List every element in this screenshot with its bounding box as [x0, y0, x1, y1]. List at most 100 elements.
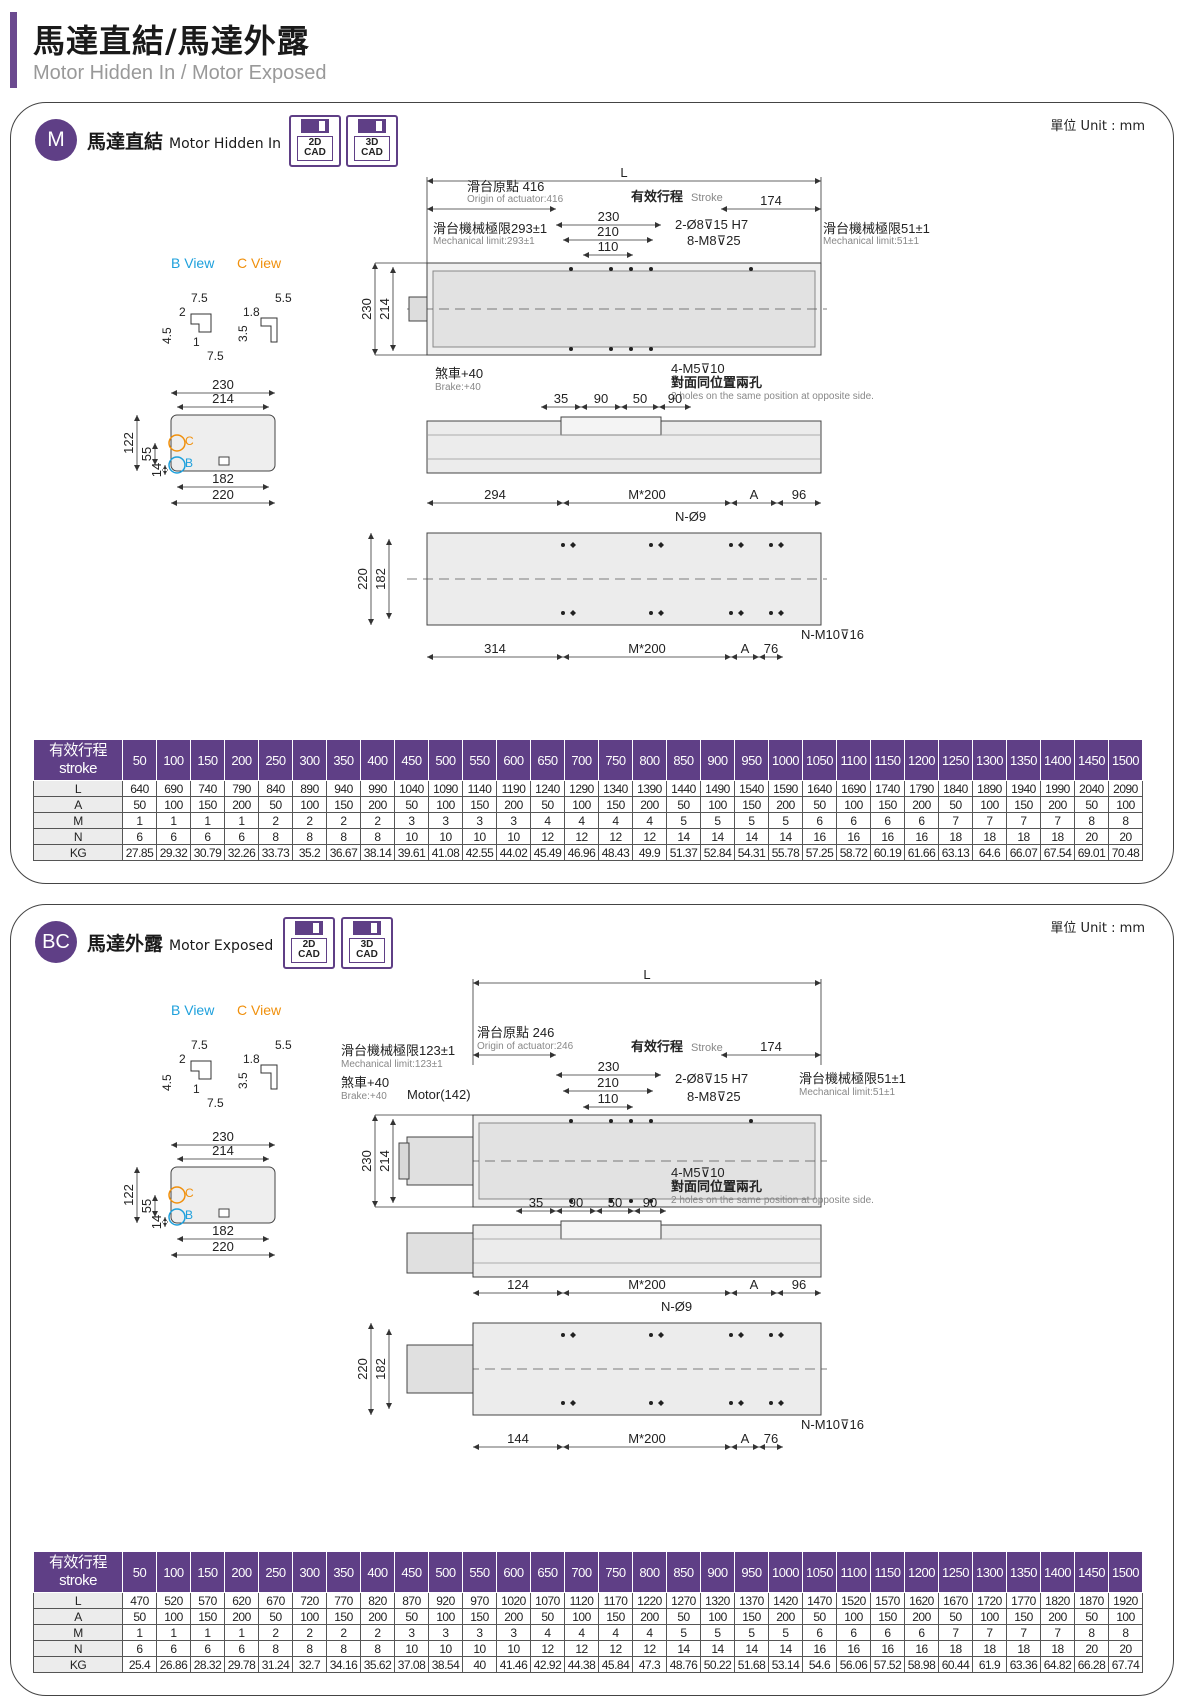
- spec-cell: 8: [326, 1640, 361, 1657]
- same-pos-label: 對面同位置兩孔: [671, 375, 762, 390]
- stroke-label: 有效行程: [631, 1039, 683, 1054]
- dim-left-bot-label: 144: [507, 1431, 529, 1446]
- section-title-zh: 馬達直結: [87, 131, 164, 153]
- stroke-column-header: 1050: [802, 1551, 837, 1593]
- spec-cell: 57.25: [802, 844, 837, 861]
- b-callout-circle: [168, 1208, 186, 1226]
- dim-174-label: 174: [760, 1039, 782, 1054]
- spec-cell: 32.26: [224, 844, 259, 861]
- dim-top-214-label: 214: [377, 1150, 392, 1172]
- spec-cell: 200: [224, 796, 259, 813]
- dim-76-arrows: [759, 654, 783, 660]
- dim-m200-top-label: M*200: [628, 487, 666, 502]
- m5-label: 4-M5⊽10: [671, 361, 725, 376]
- stroke-column-header: 450: [394, 1551, 429, 1593]
- stroke-column-header: 1050: [802, 739, 837, 781]
- stroke-column-header: 1450: [1074, 739, 1109, 781]
- spec-cell: 740: [190, 780, 225, 797]
- stroke-column-header: 550: [462, 739, 497, 781]
- spec-cell: 1290: [564, 780, 599, 797]
- hole-mark: [561, 1333, 565, 1337]
- spec-cell: 8: [1074, 812, 1109, 829]
- dim-230-label: 230: [598, 209, 620, 224]
- cs-dim-230-label: 230: [212, 377, 234, 392]
- spec-cell: 8: [292, 828, 327, 845]
- cs-dim-55-label: 55: [139, 1199, 154, 1213]
- dim-top-214-label: 214: [377, 298, 392, 320]
- spec-cell: 63.36: [1006, 1656, 1041, 1673]
- spec-cell: 50.22: [700, 1656, 735, 1673]
- spec-cell: 8: [258, 828, 293, 845]
- spec-cell: 150: [190, 796, 225, 813]
- dim-m200-top-label: M*200: [628, 1277, 666, 1292]
- cad-2d-line2: CAD: [304, 147, 326, 158]
- cad-3d-line1: 3D: [365, 137, 379, 148]
- floppy-shutter: [295, 921, 323, 935]
- hole-mark: [561, 611, 565, 615]
- spec-cell: 3: [496, 812, 531, 829]
- dim-35-label: 35: [554, 391, 568, 406]
- spec-cell: 3: [496, 1624, 531, 1641]
- stroke-column-header: 450: [394, 739, 429, 781]
- stroke-column-header: 1400: [1040, 739, 1075, 781]
- spec-cell: 2: [326, 1624, 361, 1641]
- spec-cell: 670: [258, 1592, 293, 1609]
- spec-cell: 1040: [394, 780, 429, 797]
- stroke-column-header: 1300: [972, 1551, 1007, 1593]
- spec-cell: 39.61: [394, 844, 429, 861]
- n-hole-label: N-Ø9: [661, 1299, 692, 1314]
- spec-cell: 64.6: [972, 844, 1007, 861]
- spec-cell: 2040: [1074, 780, 1109, 797]
- bottom-motor-body: [406, 1344, 474, 1394]
- spec-cell: 1640: [802, 780, 837, 797]
- c-dim-1-8: 1.8: [243, 1052, 260, 1066]
- spec-cell: 1570: [870, 1592, 905, 1609]
- hole-mark: [609, 267, 613, 271]
- spec-cell: 45.49: [530, 844, 565, 861]
- spec-cell: 33.73: [258, 844, 293, 861]
- hole-mark: [629, 1199, 633, 1203]
- b-dim-4-5: 4.5: [160, 1074, 174, 1091]
- stroke-en-label: Stroke: [691, 192, 723, 204]
- spec-cell: 50: [938, 796, 973, 813]
- spec-cell: 2: [326, 812, 361, 829]
- c-dim-5-5: 5.5: [275, 291, 292, 305]
- spec-cell: 6: [224, 828, 259, 845]
- spec-cell: 1390: [632, 780, 667, 797]
- spec-cell: 6: [224, 1640, 259, 1657]
- spec-cell: 6: [802, 1624, 837, 1641]
- mech-left-en-label: Mechanical limit:293±1: [433, 236, 535, 247]
- spec-cell: 16: [802, 828, 837, 845]
- spec-cell: 30.79: [190, 844, 225, 861]
- stroke-column-header: 400: [360, 1551, 395, 1593]
- spec-cell: 4: [564, 1624, 599, 1641]
- stroke-column-header: 350: [326, 1551, 361, 1593]
- spec-cell: 58.98: [904, 1656, 939, 1673]
- mech-right-label: 滑台機械極限51±1: [799, 1071, 906, 1086]
- dim-L-label: L: [643, 967, 650, 982]
- dim-left-top-label: 294: [484, 487, 506, 502]
- spec-cell: 25.4: [122, 1656, 157, 1673]
- brake-en-label: Brake:+40: [435, 382, 481, 393]
- spec-cell: 200: [1040, 796, 1075, 813]
- spec-cell: 1: [190, 812, 225, 829]
- spec-cell: 28.32: [190, 1656, 225, 1673]
- spec-cell: 5: [700, 1624, 735, 1641]
- cross-section-body: [170, 1166, 276, 1224]
- spec-cell: 7: [972, 812, 1007, 829]
- spec-cell: 42.55: [462, 844, 497, 861]
- stroke-column-header: 900: [700, 739, 735, 781]
- spec-cell: 60.44: [938, 1656, 973, 1673]
- spec-cell: 1320: [700, 1592, 735, 1609]
- spec-cell: 200: [632, 796, 667, 813]
- stroke-column-header: 950: [734, 739, 769, 781]
